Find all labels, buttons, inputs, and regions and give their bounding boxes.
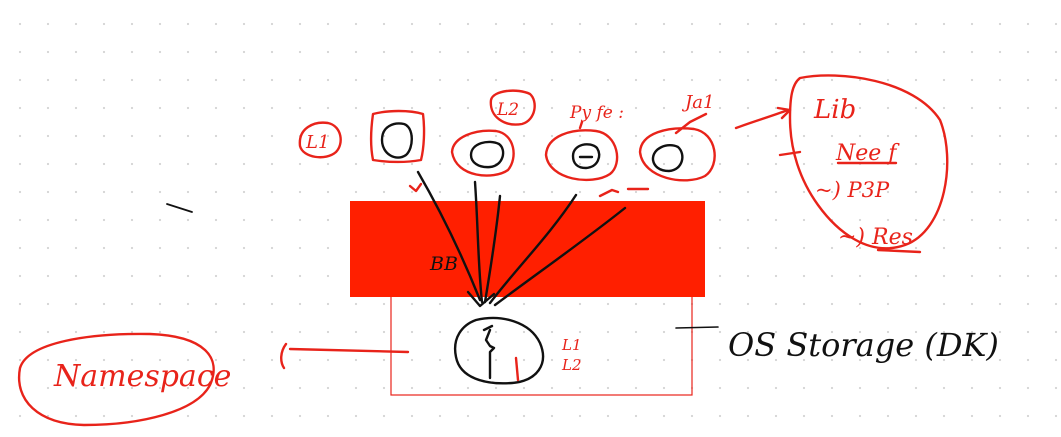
circle-5-outer: [638, 127, 716, 182]
label-l2-top: L2: [496, 100, 519, 120]
circle-5-inner: [651, 144, 684, 173]
fan-lines: [416, 170, 627, 308]
top-circles: [298, 89, 716, 182]
circle-3-inner: [469, 140, 505, 169]
circle-3-outer: [450, 129, 515, 177]
label-stack-l2: L2: [561, 356, 582, 374]
label-conf: Nee f: [835, 141, 900, 166]
lib-group-tick: [778, 150, 802, 157]
label-namespace: Namespace: [53, 359, 231, 394]
stack-inner-mark: [484, 328, 496, 380]
res-underline: [876, 248, 922, 254]
label-java: Ja1: [681, 92, 714, 113]
tick-mark-1: [408, 182, 423, 193]
tick-mark-2: [598, 188, 620, 198]
inner-circles: [380, 122, 684, 173]
stack-red-stroke: [514, 356, 520, 382]
arrow-to-namespace: [280, 342, 410, 370]
square-inner: [380, 122, 413, 159]
l2-outer-circle: [489, 89, 536, 126]
label-res: ~) Res: [838, 225, 913, 250]
stray-mark: [166, 203, 193, 213]
stack-circle: [453, 316, 545, 385]
circle-4-outer: [544, 129, 619, 182]
label-lib: Lib: [813, 95, 856, 125]
label-stack-l1: L1: [561, 336, 582, 354]
lib-group-circle: [788, 74, 949, 250]
label-l1-top: L1: [305, 132, 329, 153]
label-python: Py fe :: [569, 103, 624, 123]
square-outer: [369, 109, 426, 164]
namespace-ellipse: [17, 332, 215, 427]
java-pointer: [674, 112, 708, 135]
label-bin: ~) P3P: [815, 178, 890, 202]
red-block: [350, 201, 705, 297]
label-bb: BB: [429, 253, 458, 275]
stack-inner-arrow: [482, 324, 494, 332]
circle-4-inner: [571, 143, 601, 170]
label-os-storage: OS Storage (DK): [728, 326, 999, 364]
os-storage-line: [675, 326, 719, 329]
l1-outer-circle: [298, 121, 342, 159]
python-pointer: [578, 120, 584, 130]
arrow-to-lib-group: [734, 106, 792, 130]
